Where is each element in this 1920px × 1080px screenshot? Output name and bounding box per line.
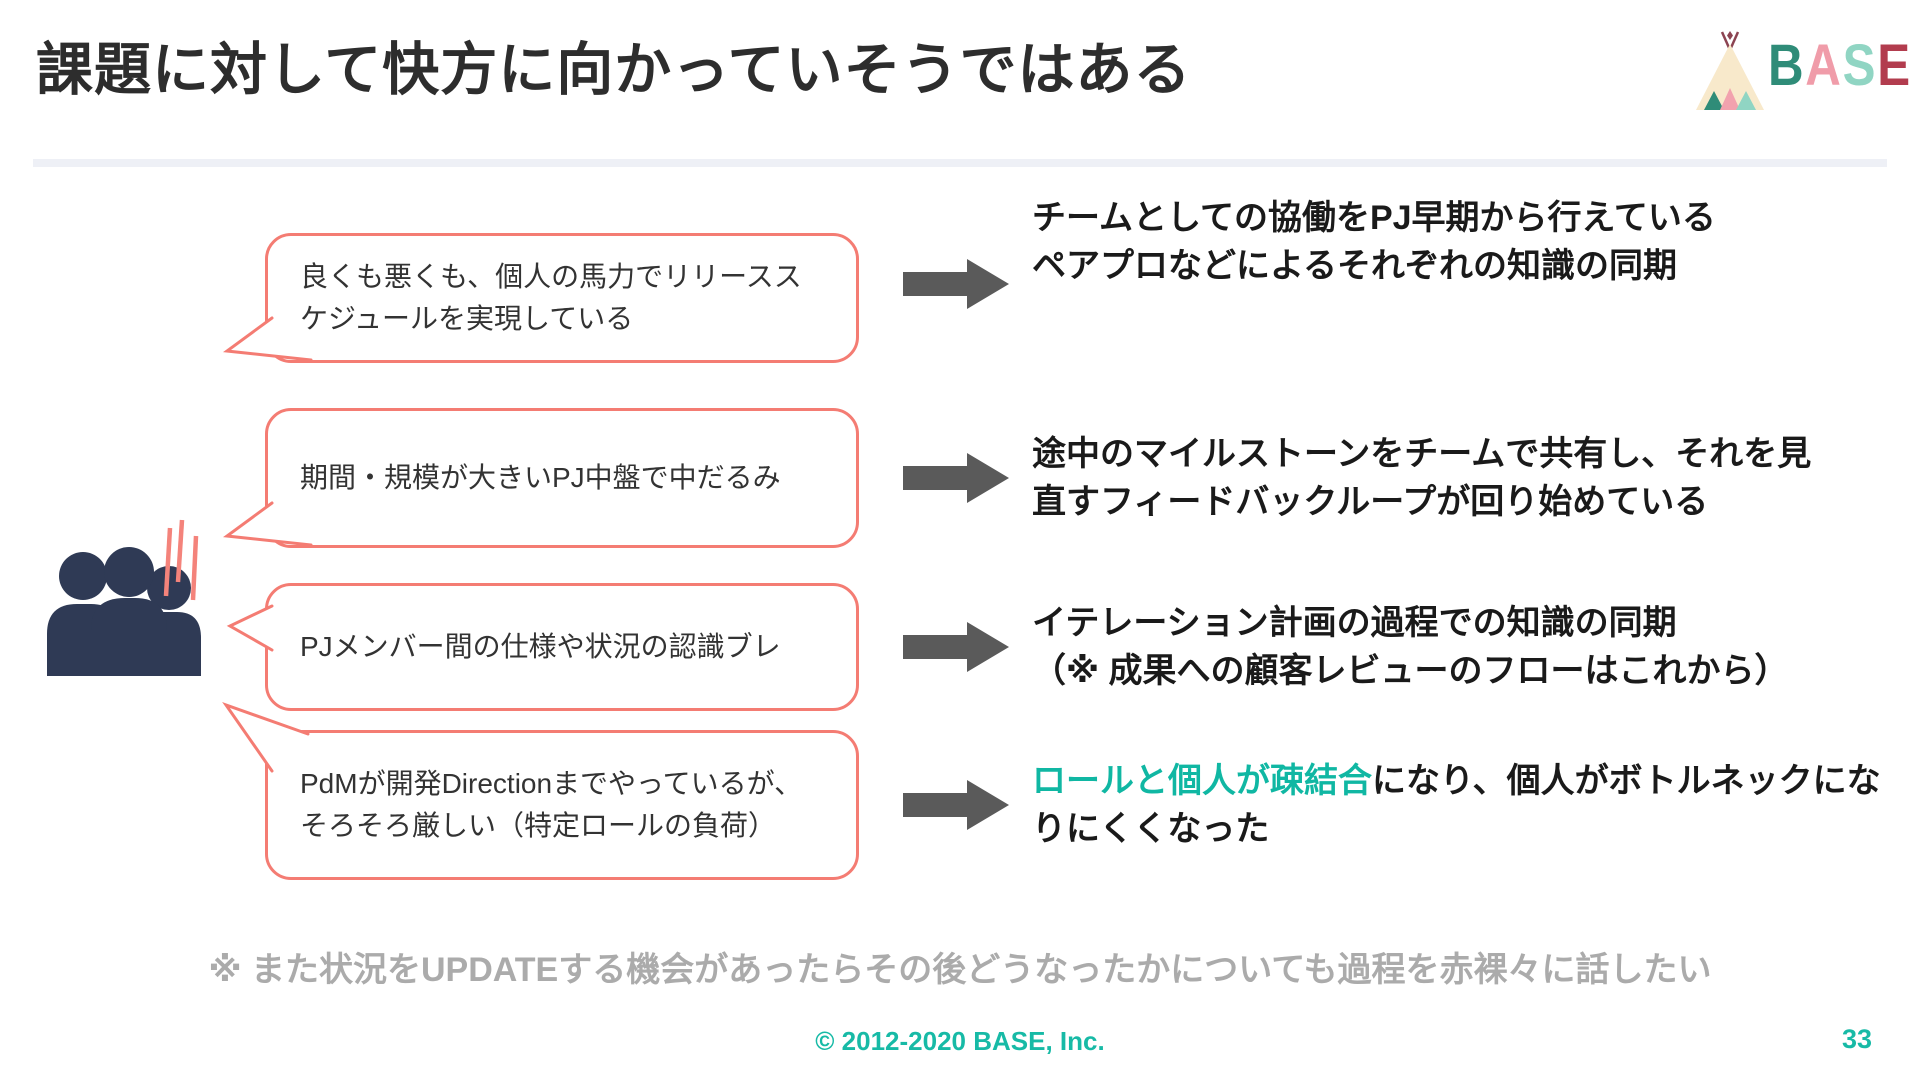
bubble-tail-icon [222, 702, 310, 773]
logo-letter-e: E [1877, 33, 1912, 98]
people-icon [47, 547, 201, 676]
tent-icon [1696, 31, 1764, 110]
speech-bubble-3: PJメンバー間の仕様や状況の認識ブレ [226, 583, 859, 711]
copyright: © 2012-2020 BASE, Inc. [815, 1026, 1105, 1056]
result-highlight: ロールと個人が疎結合 [1032, 762, 1372, 800]
stress-lines-icon [163, 519, 199, 601]
title-divider [33, 159, 1887, 167]
bubble-text-4: PdMが開発Directionまでやっているが、そろそろ厳しい（特定ロールの負荷… [300, 768, 803, 841]
logo-letter-b: B [1768, 33, 1806, 98]
speech-bubble-4: PdMが開発Directionまでやっているが、そろそろ厳しい（特定ロールの負荷… [222, 702, 859, 880]
bubble-tail-icon [222, 316, 313, 362]
bubble-text-1: 良くも悪くも、個人の馬力でリリーススケジュールを実現している [300, 261, 802, 334]
arrow-right-icon [903, 259, 1009, 309]
footnote: ※ また状況をUPDATEする機会があったらその後どうなったかについても過程を赤… [208, 951, 1712, 989]
page-number: 33 [1841, 1024, 1872, 1054]
arrow-right-icon [903, 780, 1009, 830]
arrow-right-icon [903, 453, 1009, 503]
result-rest: になり、個人がボトルネックになりにくくなった [1032, 762, 1881, 848]
bubble-tail-icon [222, 501, 313, 547]
result-text-3: イテレーション計画の過程での知識の同期 （※ 成果への顧客レビューのフローはこれ… [1032, 604, 1789, 690]
arrow-right-icon [903, 622, 1009, 672]
logo-wordmark: B A S E [1768, 22, 1912, 110]
result-text-1: チームとしての協働をPJ早期から行えている ペアプロなどによるそれぞれの知識の同… [1032, 199, 1716, 285]
logo-letter-a: A [1805, 33, 1843, 98]
speech-bubble-1: 良くも悪くも、個人の馬力でリリーススケジュールを実現している [222, 233, 859, 363]
logo-letter-s: S [1842, 33, 1878, 98]
base-logo: B A S E [1692, 28, 1910, 116]
bubble-tail-icon [226, 604, 274, 652]
bubble-text-3: PJメンバー間の仕様や状況の認識ブレ [300, 631, 781, 662]
result-text-4: ロールと個人が疎結合になり、個人がボトルネックになりにくくなった [1032, 757, 1912, 853]
result-text-2: 途中のマイルストーンをチームで共有し、それを見 直すフィードバックループが回り始… [1032, 435, 1812, 521]
speech-bubble-2: 期間・規模が大きいPJ中盤で中だるみ [222, 408, 859, 548]
page-title: 課題に対して快方に向かっていそうではある [36, 38, 1192, 102]
bubble-text-2: 期間・規模が大きいPJ中盤で中だるみ [300, 462, 781, 493]
